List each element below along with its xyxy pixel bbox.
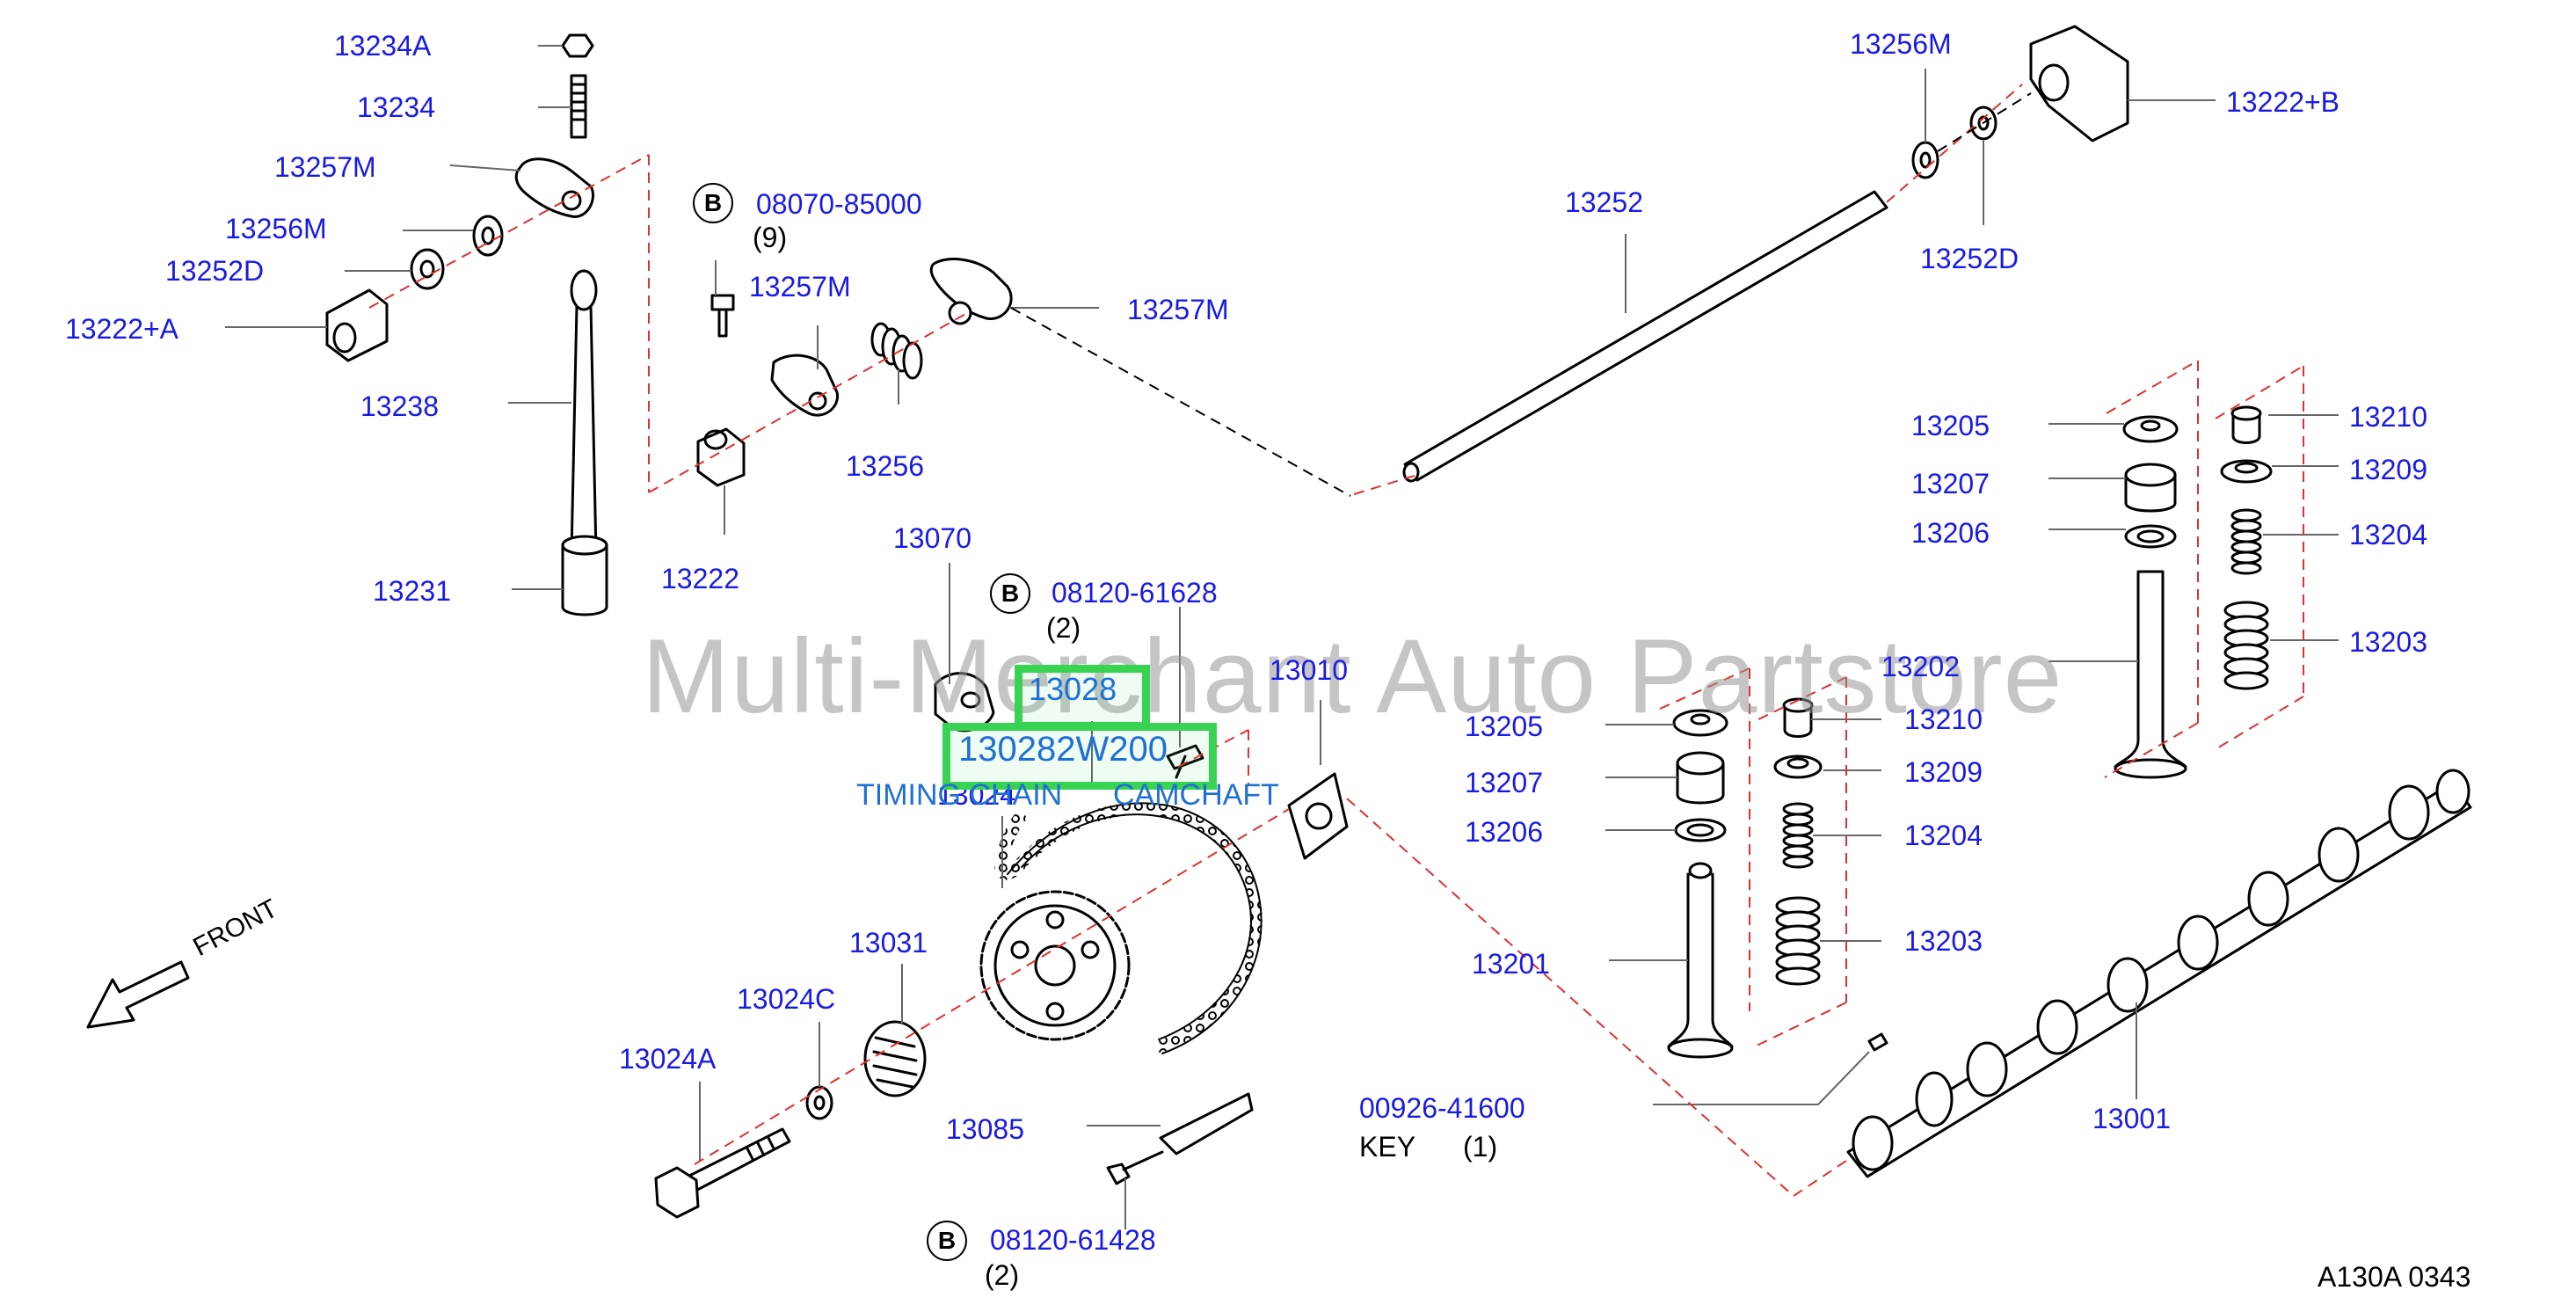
rocker-shaft-13252	[1403, 190, 1888, 482]
highlight-130282w200[interactable]: 130282W200	[958, 730, 1168, 769]
washer-13256m-b	[1911, 141, 1939, 179]
label-08120-61428[interactable]: 08120-61428	[990, 1224, 1156, 1256]
label-13234[interactable]: 13234	[357, 91, 435, 123]
label-13209-b[interactable]: 13209	[1904, 756, 1983, 788]
label-13252d-b[interactable]: 13252D	[1920, 243, 2019, 274]
push-rod-13238	[570, 304, 598, 556]
label-13203-b[interactable]: 13203	[1904, 925, 1983, 957]
spring-13204-a	[2230, 508, 2262, 575]
crank-gear-13031	[863, 1020, 927, 1097]
label-13202[interactable]: 13202	[1881, 651, 1960, 682]
highlight-box-130282w200	[942, 723, 1217, 790]
label-13257m-a[interactable]: 13257M	[274, 151, 376, 183]
seat-13206-b	[1674, 818, 1727, 842]
rocker-arm-13257m-a	[514, 157, 594, 218]
chain-guide-13085	[1159, 1092, 1254, 1156]
label-13207-a[interactable]: 13207	[1911, 468, 1990, 499]
bolt-marker-b-1: B	[693, 183, 733, 223]
label-13206-b[interactable]: 13206	[1465, 816, 1543, 848]
label-13257m-b[interactable]: 13257M	[749, 271, 851, 303]
bolt-08070	[710, 294, 735, 338]
seat-13206-a	[2124, 524, 2177, 549]
label-13222[interactable]: 13222	[661, 563, 739, 594]
label-13207-b[interactable]: 13207	[1465, 767, 1543, 798]
spring-13204-b	[1782, 802, 1814, 869]
label-08070-85000[interactable]: 08070-85000	[756, 188, 922, 220]
label-13024c[interactable]: 13024C	[737, 983, 836, 1015]
bracket-13222b	[2029, 25, 2129, 142]
washer-13252d-a	[410, 248, 445, 290]
highlight-timing-chain[interactable]: TIMING CHAIN	[856, 778, 1063, 812]
label-13209-a[interactable]: 13209	[2349, 454, 2427, 485]
label-13210-b[interactable]: 13210	[1904, 704, 1983, 735]
label-13252[interactable]: 13252	[1565, 186, 1643, 218]
label-13024a[interactable]: 13024A	[619, 1043, 717, 1075]
label-13204-b[interactable]: 13204	[1904, 820, 1983, 851]
washer-13024c	[805, 1085, 833, 1120]
label-13085[interactable]: 13085	[946, 1113, 1024, 1145]
bolt-08120-61628	[1166, 744, 1204, 779]
bolt-08120-61428	[1106, 1150, 1164, 1185]
label-08120-61628[interactable]: 08120-61628	[1052, 577, 1218, 609]
diagram-code: A130A 0343	[2318, 1261, 2471, 1293]
nut-13234a	[561, 33, 594, 58]
qty-08120-61428: (2)	[985, 1259, 1020, 1291]
label-13031[interactable]: 13031	[849, 927, 928, 959]
key-qty: (1)	[1463, 1131, 1498, 1163]
spring-13203-a	[2223, 601, 2269, 690]
label-13234a[interactable]: 13234A	[334, 30, 432, 62]
label-13205-a[interactable]: 13205	[1911, 410, 1990, 441]
label-13210-a[interactable]: 13210	[2349, 401, 2427, 433]
collet-13210-a	[2231, 412, 2261, 444]
highlight-13028[interactable]: 13028	[1029, 671, 1117, 707]
bolt-13024a	[654, 1127, 791, 1219]
valve-13202	[2114, 570, 2187, 769]
rocker-arm-13257m-c	[929, 258, 1013, 320]
label-13205-b[interactable]: 13205	[1465, 711, 1543, 742]
watermark: Multi-Merchant Auto Partstore	[642, 617, 2063, 735]
bracket-13222a	[325, 288, 389, 362]
spring-13203-b	[1775, 896, 1821, 986]
label-13010[interactable]: 13010	[1270, 654, 1348, 686]
collet-13210-b	[1783, 704, 1813, 738]
rocker-arm-13257m-b	[770, 354, 840, 417]
highlight-camshaft[interactable]: CAMCHAFT	[1113, 778, 1279, 812]
label-13231[interactable]: 13231	[373, 575, 451, 607]
bracket-13222	[696, 427, 746, 487]
label-13206-a[interactable]: 13206	[1911, 517, 1990, 549]
label-00926-41600[interactable]: 00926-41600	[1359, 1092, 1525, 1124]
label-13257m-c[interactable]: 13257M	[1127, 294, 1229, 325]
label-13222a[interactable]: 13222+A	[65, 313, 179, 345]
label-13256m-b[interactable]: 13256M	[1850, 28, 1952, 60]
key-label: KEY	[1359, 1131, 1416, 1163]
label-13201[interactable]: 13201	[1472, 948, 1550, 980]
lifter-13231	[561, 543, 608, 616]
spring-13256	[870, 322, 923, 380]
label-13070[interactable]: 13070	[893, 522, 971, 554]
front-arrow-icon	[86, 960, 190, 1029]
label-13256[interactable]: 13256	[846, 450, 924, 482]
qty-08070-85000: (9)	[753, 222, 788, 253]
qty-08120-61628: (2)	[1046, 612, 1081, 644]
label-13252d-a[interactable]: 13252D	[165, 255, 265, 287]
label-13222b[interactable]: 13222+B	[2226, 86, 2340, 118]
label-13256m-a[interactable]: 13256M	[225, 213, 327, 244]
bolt-marker-b-3: B	[927, 1221, 967, 1261]
label-13204-a[interactable]: 13204	[2349, 519, 2427, 550]
bolt-marker-b-2: B	[990, 573, 1030, 614]
label-13001[interactable]: 13001	[2092, 1103, 2171, 1134]
label-13203-a[interactable]: 13203	[2349, 626, 2427, 658]
key-00926	[1867, 1032, 1888, 1052]
label-13238[interactable]: 13238	[360, 390, 439, 422]
